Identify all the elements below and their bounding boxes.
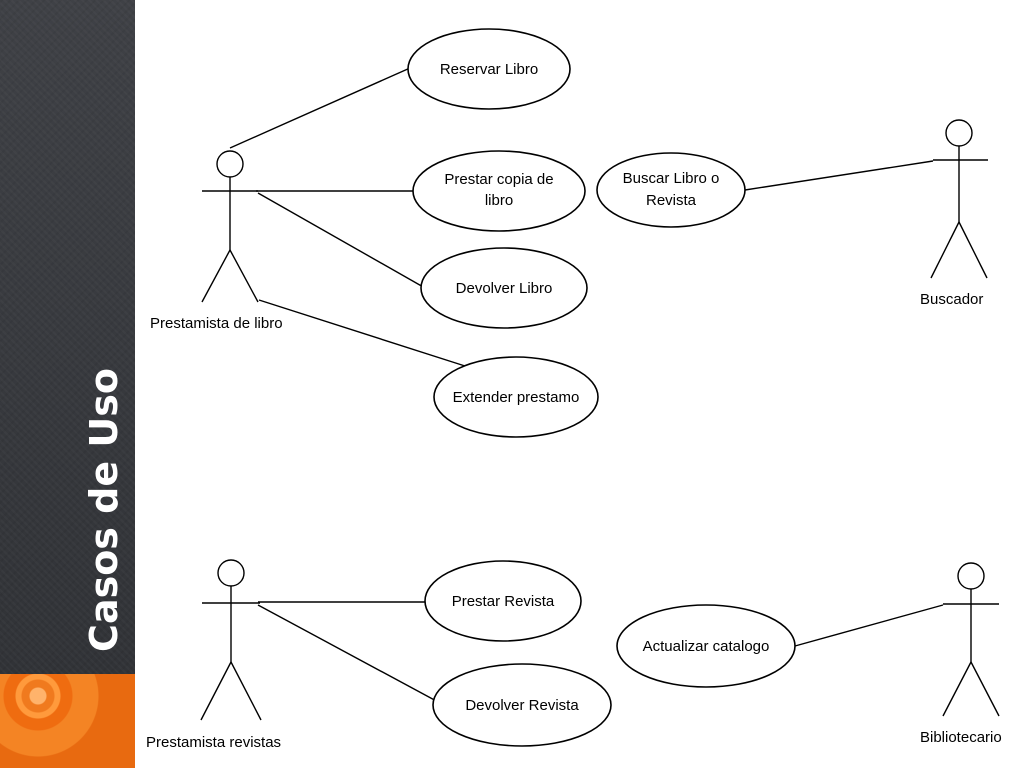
use-case-ellipse: [596, 152, 746, 228]
use-case-label: Prestar Revista: [452, 593, 555, 610]
actor-head: [217, 559, 245, 587]
use-case-label: Reservar Libro: [440, 61, 538, 78]
assoc-prestamista-extender: [258, 299, 466, 367]
actor-left-leg: [200, 661, 232, 721]
use-case-label: Extender prestamo: [453, 389, 580, 406]
use-case-label: Devolver Libro: [456, 280, 553, 297]
use-case-label-line-2: libro: [485, 192, 513, 209]
actor-right-leg: [958, 221, 988, 279]
use-case-ellipse: [424, 560, 582, 642]
assoc-prestamista-devolver-libro: [257, 192, 426, 289]
sidebar-accent-decoration: [0, 674, 135, 768]
use-case-devolver-revista[interactable]: Devolver Revista: [432, 663, 612, 747]
actor-prestamista-de-libro[interactable]: Prestamista de libro: [150, 150, 283, 332]
use-case-buscar-libro-revista[interactable]: Buscar Libro o Revista: [596, 152, 746, 228]
actor-left-leg: [201, 249, 231, 303]
actor-left-leg: [930, 221, 960, 279]
actor-head: [945, 119, 973, 147]
assoc-buscador-buscar: [744, 160, 934, 191]
use-case-ellipse: [616, 604, 796, 688]
use-case-prestar-copia-libro[interactable]: Prestar copia de libro: [412, 150, 586, 232]
use-case-reservar-libro[interactable]: Reservar Libro: [407, 28, 571, 110]
actor-label: Prestamista revistas: [146, 734, 281, 751]
use-case-label-line-1: Prestar copia de: [444, 171, 553, 188]
use-case-actualizar-catalogo[interactable]: Actualizar catalogo: [616, 604, 796, 688]
actor-prestamista-revistas[interactable]: Prestamista revistas: [146, 559, 281, 751]
actor-head: [957, 562, 985, 590]
actor-right-leg: [230, 661, 262, 721]
assoc-prestamista-reservar: [229, 67, 411, 149]
use-case-ellipse: [420, 247, 588, 329]
use-case-label-line-2: Revista: [646, 192, 697, 209]
actor-label: Bibliotecario: [920, 729, 1002, 746]
actor-bibliotecario[interactable]: Bibliotecario: [920, 562, 1002, 746]
use-case-ellipse: [407, 28, 571, 110]
use-case-label: Devolver Revista: [465, 697, 579, 714]
actor-left-leg: [942, 661, 972, 717]
use-case-ellipse: [433, 356, 599, 438]
use-case-label: Actualizar catalogo: [643, 638, 770, 655]
sidebar-panel: [0, 0, 135, 768]
use-case-label-line-1: Buscar Libro o: [623, 170, 720, 187]
actor-head: [216, 150, 244, 178]
actor-label: Buscador: [920, 291, 983, 308]
actor-buscador[interactable]: Buscador: [920, 119, 988, 308]
use-case-ellipse: [432, 663, 612, 747]
assoc-bibliotecario-actualizar: [794, 604, 944, 647]
use-case-ellipse: [412, 150, 586, 232]
actor-label: Prestamista de libro: [150, 315, 283, 332]
actor-right-leg: [229, 249, 259, 303]
use-case-extender-prestamo[interactable]: Extender prestamo: [433, 356, 599, 438]
assoc-revistas-devolver: [257, 604, 441, 704]
actor-right-leg: [970, 661, 1000, 717]
use-case-prestar-revista[interactable]: Prestar Revista: [424, 560, 582, 642]
use-case-devolver-libro[interactable]: Devolver Libro: [420, 247, 588, 329]
associations: [229, 67, 944, 704]
